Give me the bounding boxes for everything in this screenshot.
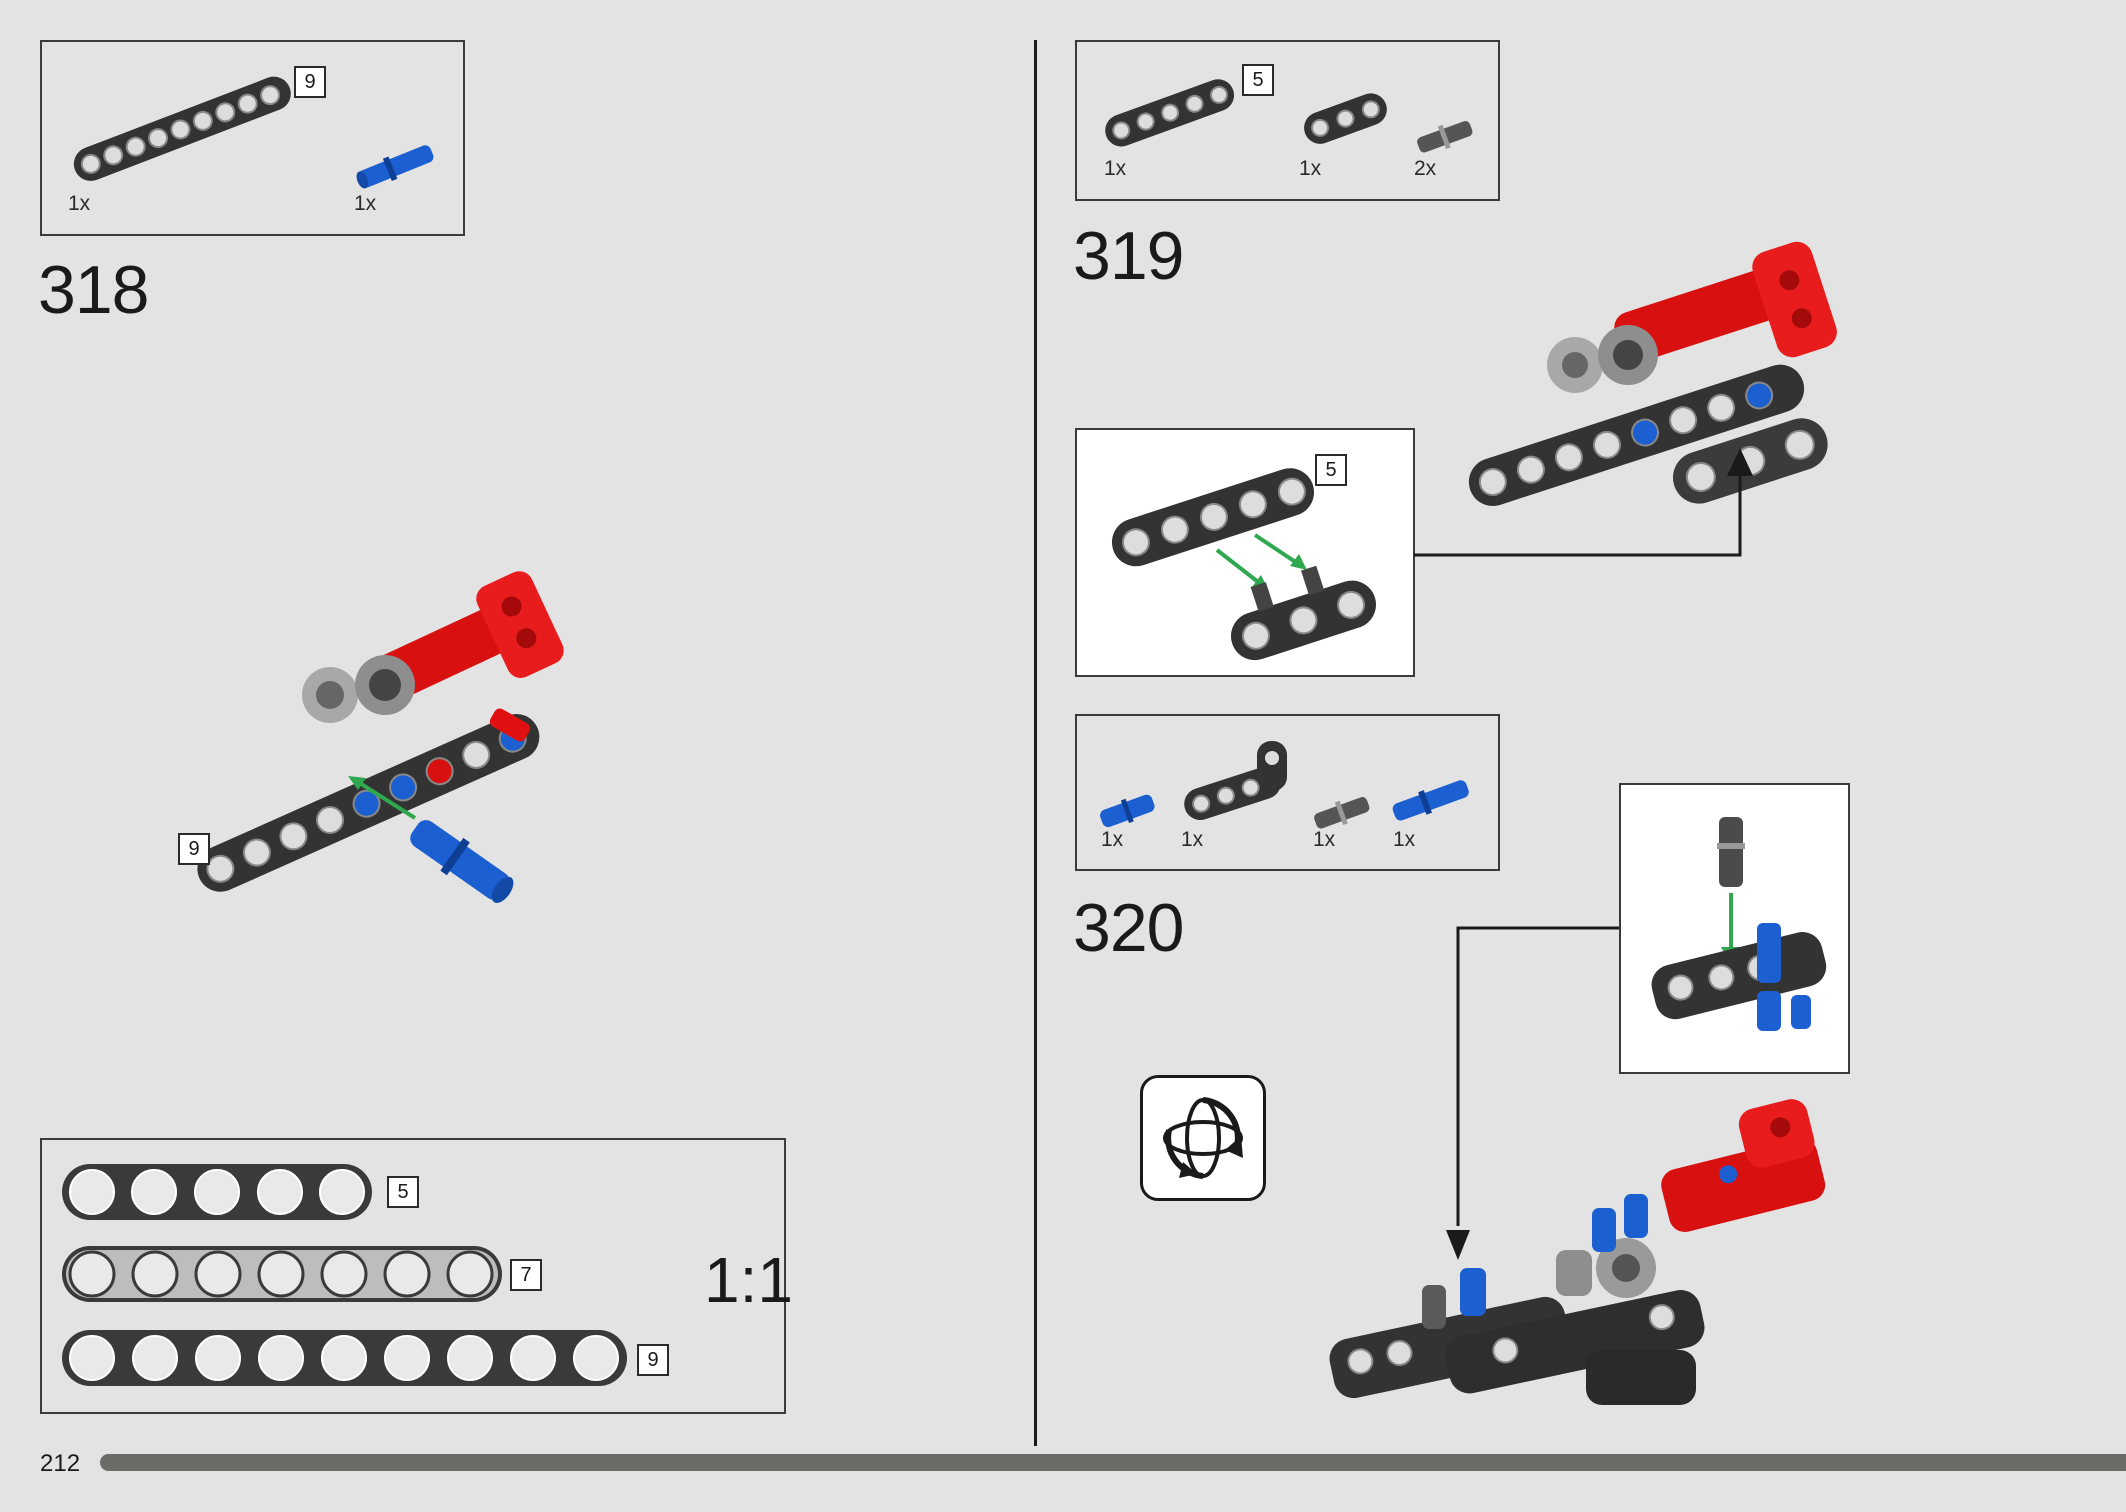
part-length-tag: 5 xyxy=(1242,64,1274,96)
part-qty: 1x xyxy=(1104,157,1127,180)
blue-pin-icon xyxy=(1100,794,1155,828)
part-qty: 1x xyxy=(1313,828,1336,851)
part-qty: 1x xyxy=(1181,828,1204,851)
grey-pin-icon xyxy=(1314,797,1370,829)
subassembly-callout-319: 5 xyxy=(1075,428,1415,677)
part-qty: 1x xyxy=(68,192,91,215)
part-qty: 1x xyxy=(1299,157,1322,180)
ruler-beam-5 xyxy=(62,1164,372,1220)
scale-label: 1:1 xyxy=(704,1244,793,1316)
subassembly-319-illustration xyxy=(1111,468,1376,661)
part-qty: 1x xyxy=(1101,828,1124,851)
assembly-320-illustration xyxy=(1329,1099,1826,1405)
assembly-318-illustration xyxy=(197,571,564,903)
part-length-tag: 9 xyxy=(294,66,326,98)
ruler-tag-7: 7 xyxy=(510,1259,542,1291)
assembly-length-tag: 9 xyxy=(178,833,210,865)
beam-9-icon xyxy=(73,76,291,181)
pointer-arrowhead xyxy=(1727,448,1753,476)
progress-bar xyxy=(100,1454,2126,1471)
page-number: 212 xyxy=(40,1450,81,1477)
parts-list-318: 1x 9 1x xyxy=(40,40,465,236)
page-divider xyxy=(1034,40,1037,1446)
ruler-beam-7 xyxy=(62,1246,502,1302)
parts-list-320: 1x 1x 1x 1x xyxy=(1075,714,1500,871)
part-qty: 1x xyxy=(1393,828,1416,851)
part-qty: 2x xyxy=(1414,157,1437,180)
ruler-beam-9 xyxy=(62,1330,627,1386)
blue-axle-pin-icon xyxy=(1392,780,1469,821)
angled-beam-icon xyxy=(1184,741,1287,821)
scale-ruler: 5 7 9 1:1 xyxy=(40,1138,793,1414)
step-number: 318 xyxy=(38,252,149,328)
blue-axle-pin-icon xyxy=(356,145,434,189)
beam-3-icon xyxy=(1304,93,1387,144)
grey-pin-icon xyxy=(1417,121,1473,153)
part-qty: 1x xyxy=(354,192,377,215)
subassembly-callout-320 xyxy=(1619,783,1850,1074)
callout-pointer-320 xyxy=(1446,926,1619,1260)
subassembly-320-illustration xyxy=(1651,817,1827,1031)
step-number: 320 xyxy=(1073,890,1184,966)
ruler-tag-9: 9 xyxy=(637,1344,669,1376)
beam-5-icon xyxy=(1105,79,1235,147)
assembly-319-illustration xyxy=(1468,241,1837,507)
step-number: 319 xyxy=(1073,218,1184,294)
parts-list-319: 1x 5 1x 2x xyxy=(1075,40,1500,201)
callout-pointer-319 xyxy=(1414,470,1742,557)
ruler-tag-5: 5 xyxy=(387,1176,419,1208)
rotate-model-icon xyxy=(1140,1075,1266,1201)
subassembly-length-tag: 5 xyxy=(1315,454,1347,486)
